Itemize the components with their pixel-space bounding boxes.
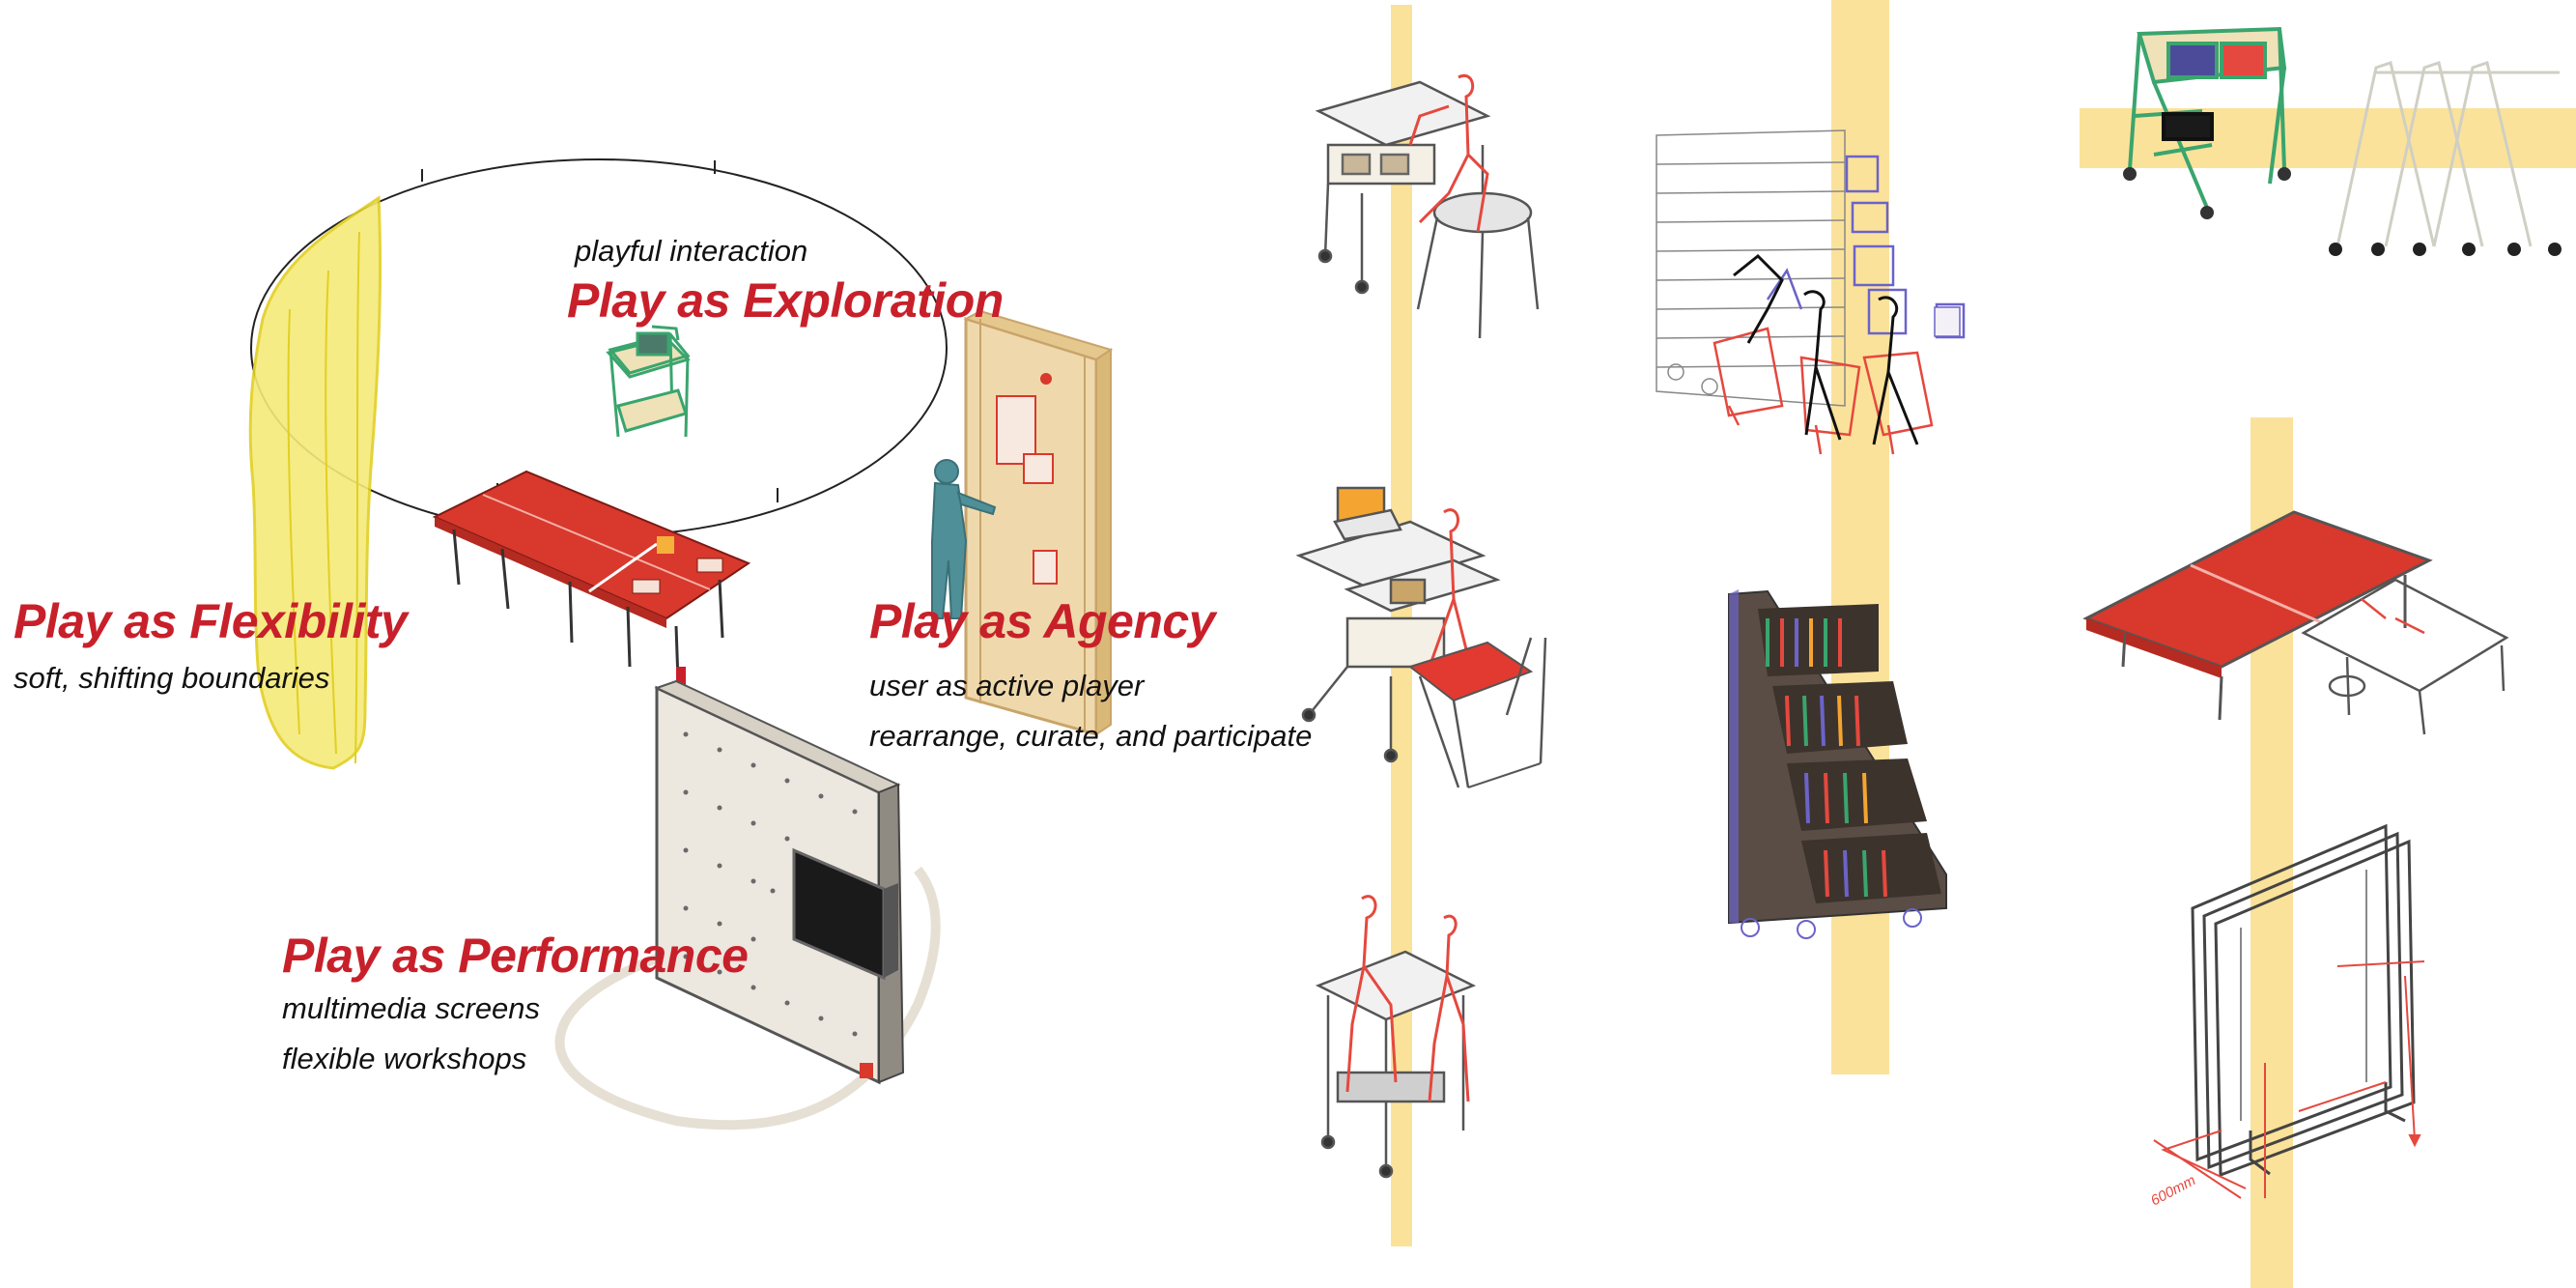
performance-line-2: flexible workshops bbox=[282, 1042, 527, 1075]
desk-figure-middle bbox=[1428, 508, 1470, 678]
flexibility-subtitle: soft, shifting boundaries bbox=[14, 661, 330, 695]
curtain-sketch bbox=[248, 195, 382, 770]
green-rolling-cart-sketch bbox=[2123, 26, 2291, 219]
guide-band-horizontal bbox=[2080, 108, 2576, 168]
agency-line-1: user as active player bbox=[869, 669, 1145, 702]
folding-wall-sketch bbox=[963, 309, 1114, 736]
desk-figure-top bbox=[1408, 73, 1489, 233]
pingpong-table-sketch bbox=[432, 470, 751, 694]
slanted-bookshelf-sketch bbox=[1728, 589, 1947, 939]
desk-with-stool-sketch bbox=[1315, 80, 1540, 339]
exploration-subtitle: playful interaction bbox=[575, 234, 808, 268]
agency-heading: Play as Agency bbox=[869, 594, 1216, 648]
dimension-note: 600mm bbox=[2148, 1172, 2198, 1209]
dimension-lines bbox=[2153, 960, 2425, 1199]
desk-sketch-column bbox=[1295, 73, 1547, 1179]
nested-frames-sketch bbox=[2335, 61, 2560, 247]
performance-heading: Play as Performance bbox=[282, 929, 749, 983]
desk-with-chair-sketch bbox=[1295, 486, 1501, 763]
performance-line-1: multimedia screens bbox=[282, 991, 541, 1025]
shelf-sketch-column bbox=[1656, 129, 1966, 939]
main-scene bbox=[248, 158, 1114, 1131]
red-folding-chair-sketch bbox=[1407, 637, 1547, 788]
green-cart-sketch bbox=[606, 325, 691, 438]
agency-line-2: rearrange, curate, and participate bbox=[869, 719, 1313, 753]
caster-row bbox=[2329, 243, 2562, 256]
flexibility-heading: Play as Flexibility bbox=[14, 594, 408, 648]
pegboard-wall-sketch bbox=[554, 679, 941, 1131]
exploration-heading: Play as Exploration bbox=[567, 273, 1004, 328]
figure-sketch bbox=[931, 459, 997, 619]
table-pair-sketch bbox=[2082, 510, 2509, 735]
shelf-with-children-sketch bbox=[1656, 129, 1966, 455]
storage-sketch-column: 600mm bbox=[2082, 26, 2562, 1210]
folded-boards-sketch bbox=[2191, 823, 2416, 1178]
standing-figures bbox=[1345, 895, 1470, 1102]
